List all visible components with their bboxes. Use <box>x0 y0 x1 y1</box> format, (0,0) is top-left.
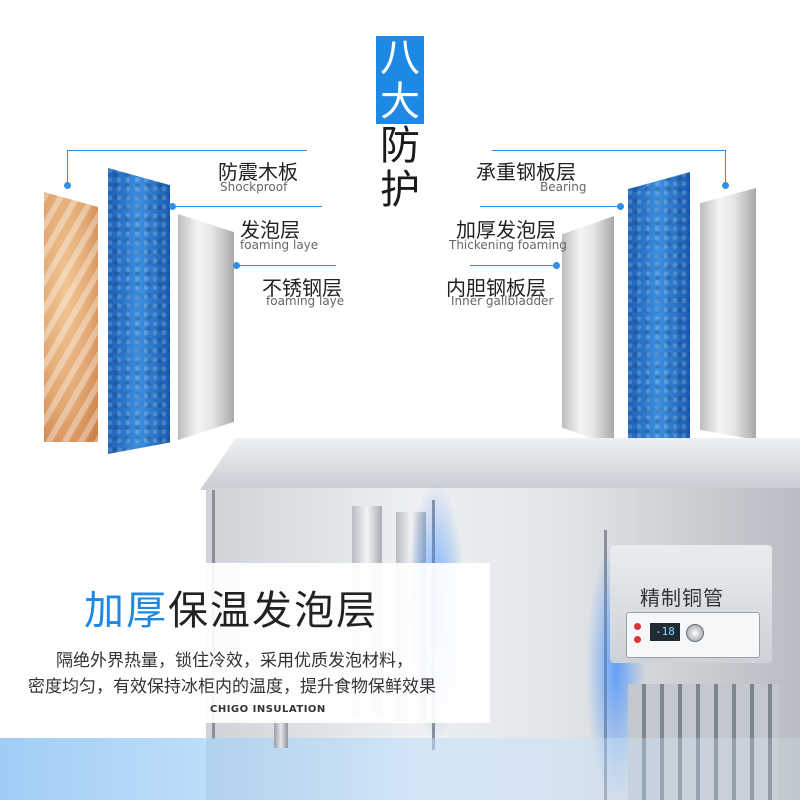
label-foaming-en: foaming laye <box>240 238 319 252</box>
connector-dot <box>722 182 729 189</box>
info-title-highlight: 加厚 <box>84 588 168 634</box>
wood-panel <box>44 192 98 442</box>
connector-line <box>470 265 556 266</box>
control-panel-inner <box>626 612 760 658</box>
steel-panel-bearing <box>700 188 756 440</box>
connector-dot <box>553 262 560 269</box>
label-shockproof-zh: 防震木板 <box>218 160 298 184</box>
label-bearing-zh: 承重钢板层 <box>476 160 576 184</box>
title-char-4: 护 <box>380 167 420 213</box>
brand-label: CHIGO INSULATION <box>210 704 326 715</box>
info-line-1: 隔绝外界热量，锁住冷效，采用优质发泡材料， <box>56 651 413 671</box>
label-stainless-en: foaming laye <box>266 294 345 308</box>
connector-line <box>67 150 307 151</box>
connector-line <box>480 206 620 207</box>
connector-dot <box>64 182 71 189</box>
connector-dot <box>617 203 624 210</box>
fridge-leg <box>274 720 288 748</box>
connector-dot <box>169 203 176 210</box>
info-box <box>0 563 490 723</box>
connector-line <box>67 150 68 185</box>
title-char-3: 防 <box>380 123 420 169</box>
label-thickening-zh: 加厚发泡层 <box>456 218 556 242</box>
title-block: 八 大 防 护 <box>376 36 424 212</box>
label-bearing-en: Bearing <box>540 180 587 194</box>
label-shockproof-en: Shockproof <box>220 180 288 194</box>
thermostat-knob[interactable] <box>686 624 704 642</box>
title-char-1: 八 <box>376 36 424 80</box>
title-char-2: 大 <box>376 80 424 124</box>
connector-line <box>236 265 336 266</box>
control-panel-title: 精制铜管 <box>640 586 724 610</box>
connector-line <box>172 206 322 207</box>
label-inner-zh: 内胆钢板层 <box>446 276 546 300</box>
info-title: 加厚保温发泡层 <box>84 578 378 636</box>
indicator-light <box>634 623 641 630</box>
connector-line <box>725 150 726 185</box>
fridge-top <box>200 438 800 490</box>
connector-line <box>492 150 726 151</box>
connector-dot <box>233 262 240 269</box>
label-inner-en: Inner gallbladder <box>451 294 554 308</box>
label-thickening-en: Thickening foaming <box>449 238 567 252</box>
temperature-display: -18 <box>650 623 680 641</box>
steel-panel-inner <box>562 216 614 446</box>
foam-panel-left <box>108 168 170 454</box>
info-line-2: 密度均匀，有效保持冰柜内的温度，提升食物保鲜效果 <box>28 677 436 697</box>
info-title-rest: 保温发泡层 <box>168 588 378 634</box>
steel-panel-left <box>178 214 234 440</box>
bottom-band <box>0 738 800 800</box>
indicator-light <box>634 636 641 643</box>
label-foaming-zh: 发泡层 <box>240 218 300 242</box>
foam-panel-right <box>628 172 690 456</box>
label-stainless-zh: 不锈钢层 <box>262 276 342 300</box>
